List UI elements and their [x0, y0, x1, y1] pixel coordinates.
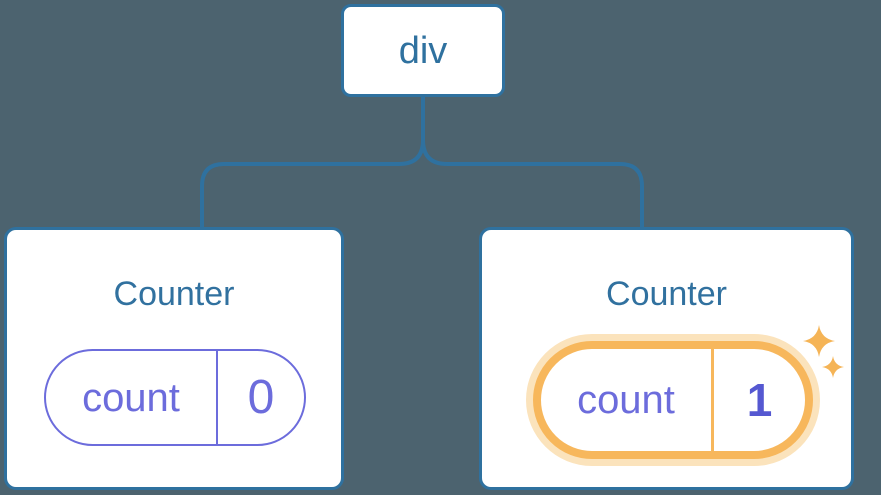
root-node-label: div	[399, 32, 448, 70]
sparkle-small	[822, 356, 844, 378]
state-name: count	[82, 378, 180, 418]
sparkle-icon	[795, 318, 853, 384]
connector-right-branch	[423, 97, 642, 229]
state-value-cell: 1	[714, 349, 805, 451]
counter-card-left: Counter count 0	[4, 227, 344, 490]
state-name-cell: count	[541, 349, 714, 451]
state-pill: count 0	[44, 349, 306, 446]
root-node-div: div	[341, 4, 505, 97]
connector-left-branch	[202, 97, 423, 229]
component-title: Counter	[482, 276, 851, 313]
state-name-cell: count	[46, 351, 218, 444]
state-name: count	[577, 380, 675, 420]
state-pill-highlighted: count 1	[533, 341, 813, 459]
sparkle-large	[803, 325, 835, 357]
state-value: 1	[747, 377, 773, 423]
state-value-cell: 0	[218, 351, 304, 444]
component-title: Counter	[7, 276, 341, 313]
state-value: 0	[248, 374, 275, 422]
